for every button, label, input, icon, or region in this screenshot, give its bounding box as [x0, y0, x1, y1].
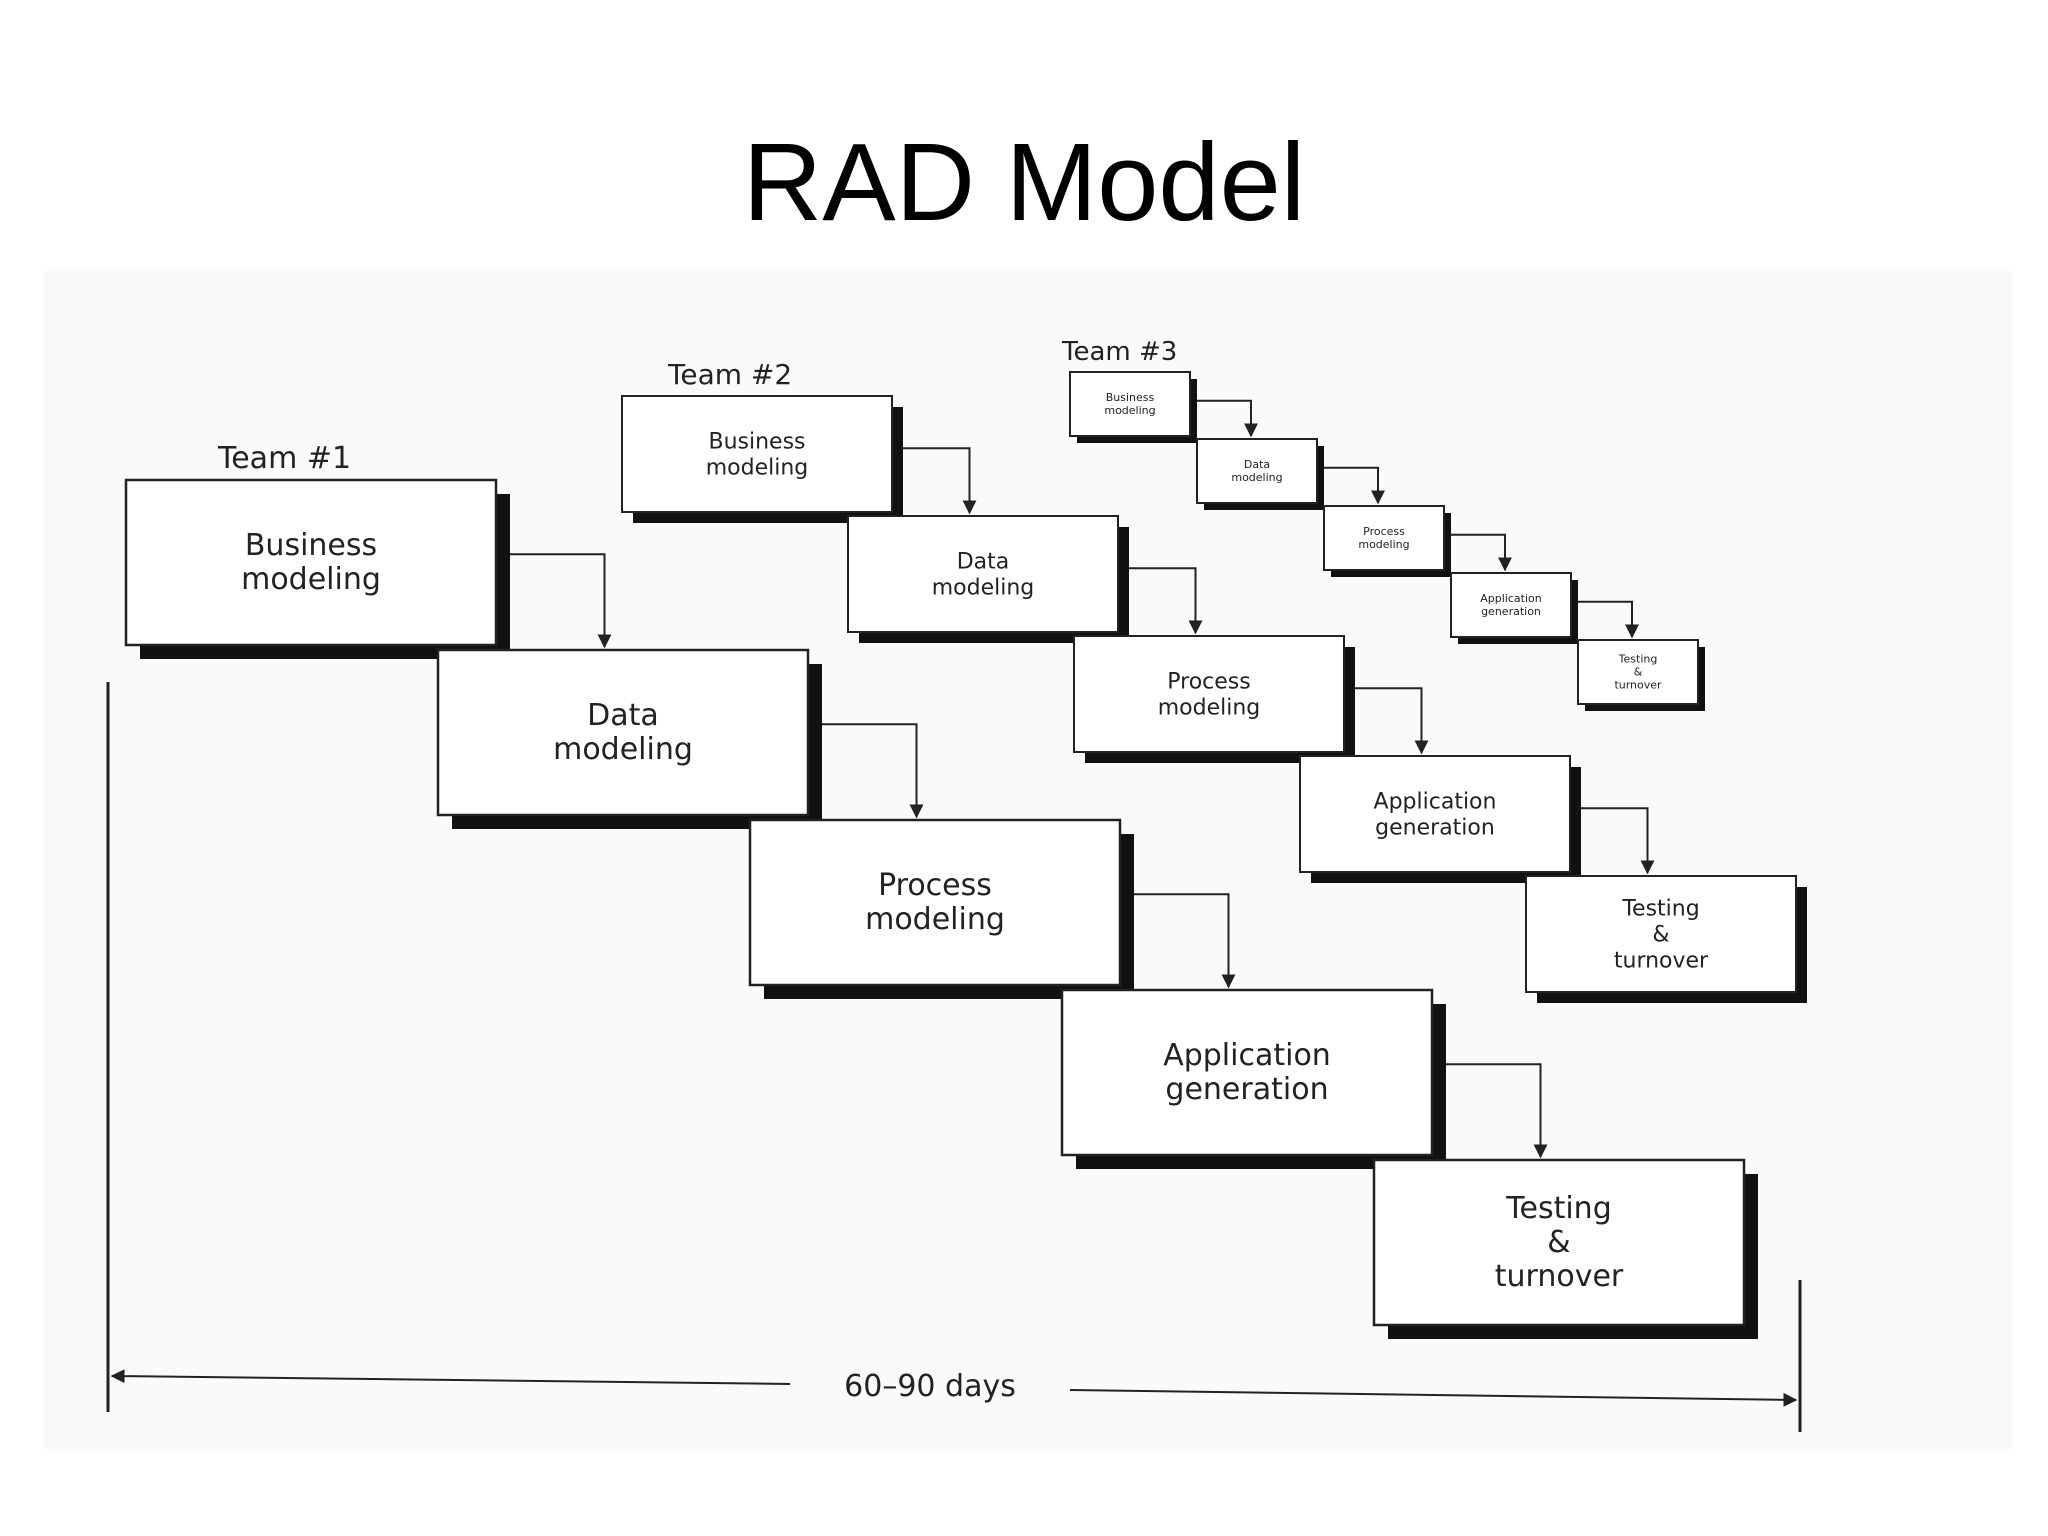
team-2-connector-arrow: [1129, 567, 1203, 635]
timeline-duration-label: 60–90 days: [844, 1369, 1016, 1404]
team-3-application-generation-label: generation: [1481, 605, 1541, 618]
team-3-testing-turnover-label: turnover: [1614, 679, 1662, 692]
team-3-business-modeling-label: Business: [1106, 391, 1155, 404]
team-3-data-modeling-label: modeling: [1231, 471, 1282, 484]
team-1-testing-turnover-label: turnover: [1495, 1259, 1624, 1294]
team-2-data-modeling-label: modeling: [932, 575, 1035, 600]
team-1-connector-arrow: [1134, 893, 1236, 989]
team-1-application-generation-box: [1060, 988, 1434, 1157]
team-2-application-generation-label: Application: [1374, 789, 1497, 814]
timeline-arrow-left: [110, 1369, 791, 1385]
team-3-connector-arrow: [1324, 466, 1385, 505]
team-3-testing-turnover-box: [1577, 639, 1699, 705]
team-3-connector-arrow: [1197, 399, 1258, 438]
team-1-application-generation-label: Application: [1163, 1038, 1331, 1073]
team-2-business-modeling-label: Business: [708, 429, 805, 454]
team-1-testing-turnover-label: Testing: [1505, 1191, 1611, 1226]
team-1-business-modeling-label: Business: [245, 528, 377, 563]
team-2-connector-arrow: [903, 447, 977, 515]
team-1-testing-turnover-box: [1372, 1158, 1746, 1327]
team-2-application-generation-box: [1299, 755, 1571, 873]
team-1-business-modeling-box: [124, 478, 498, 647]
team-3-data-modeling-box: [1196, 438, 1318, 504]
team-1-application-generation-label: generation: [1165, 1072, 1328, 1107]
team-3-application-generation-label: Application: [1480, 592, 1541, 605]
team-2-testing-turnover-label: Testing: [1621, 896, 1699, 921]
team-2-process-modeling-label: Process: [1167, 669, 1250, 694]
team-1-connector-arrow: [510, 553, 612, 649]
team-3-connector-arrow: [1451, 533, 1512, 572]
team-2-connector-arrow: [1581, 807, 1655, 875]
team-2-process-modeling-box: [1073, 635, 1345, 753]
team-3-connector-arrow: [1578, 600, 1639, 639]
team-3-label: Team #3: [1061, 337, 1177, 367]
team-3-process-modeling-label: Process: [1363, 525, 1405, 538]
team-2-label: Team #2: [667, 358, 792, 391]
team-3-application-generation-box: [1450, 572, 1572, 638]
team-1-process-modeling-label: Process: [878, 868, 992, 903]
team-1-label: Team #1: [217, 441, 351, 476]
team-1-data-modeling-label: Data: [587, 698, 659, 733]
team-2-testing-turnover-label: &: [1652, 922, 1669, 947]
timeline-arrow-right: [1069, 1389, 1798, 1407]
team-1-data-modeling-box: [436, 648, 810, 817]
team-2-application-generation-label: generation: [1375, 815, 1495, 840]
team-1-testing-turnover-label: &: [1547, 1225, 1570, 1260]
team-1-process-modeling-box: [748, 818, 1122, 987]
team-3-testing-turnover-label: &: [1634, 666, 1643, 679]
team-1-process-modeling-label: modeling: [865, 902, 1005, 937]
team-2-data-modeling-label: Data: [957, 549, 1010, 574]
team-3-process-modeling-label: modeling: [1358, 538, 1409, 551]
team-3-testing-turnover-label: Testing: [1618, 653, 1658, 666]
team-2-connector-arrow: [1355, 687, 1429, 755]
team-2-business-modeling-box: [621, 395, 893, 513]
team-3-process-modeling-box: [1323, 505, 1445, 571]
team-2-testing-turnover-label: turnover: [1614, 948, 1709, 973]
team-3-business-modeling-box: [1069, 371, 1191, 437]
team-1-business-modeling-label: modeling: [241, 562, 381, 597]
team-3-business-modeling-label: modeling: [1104, 404, 1155, 417]
team-1-connector-arrow: [822, 723, 924, 819]
team-1-data-modeling-label: modeling: [553, 732, 693, 767]
team-3-data-modeling-label: Data: [1244, 458, 1270, 471]
team-2-process-modeling-label: modeling: [1158, 695, 1261, 720]
team-1-connector-arrow: [1446, 1063, 1548, 1159]
team-2-data-modeling-box: [847, 515, 1119, 633]
team-2-testing-turnover-box: [1525, 875, 1797, 993]
team-2-business-modeling-label: modeling: [706, 455, 809, 480]
page-title: RAD Model: [742, 121, 1306, 244]
